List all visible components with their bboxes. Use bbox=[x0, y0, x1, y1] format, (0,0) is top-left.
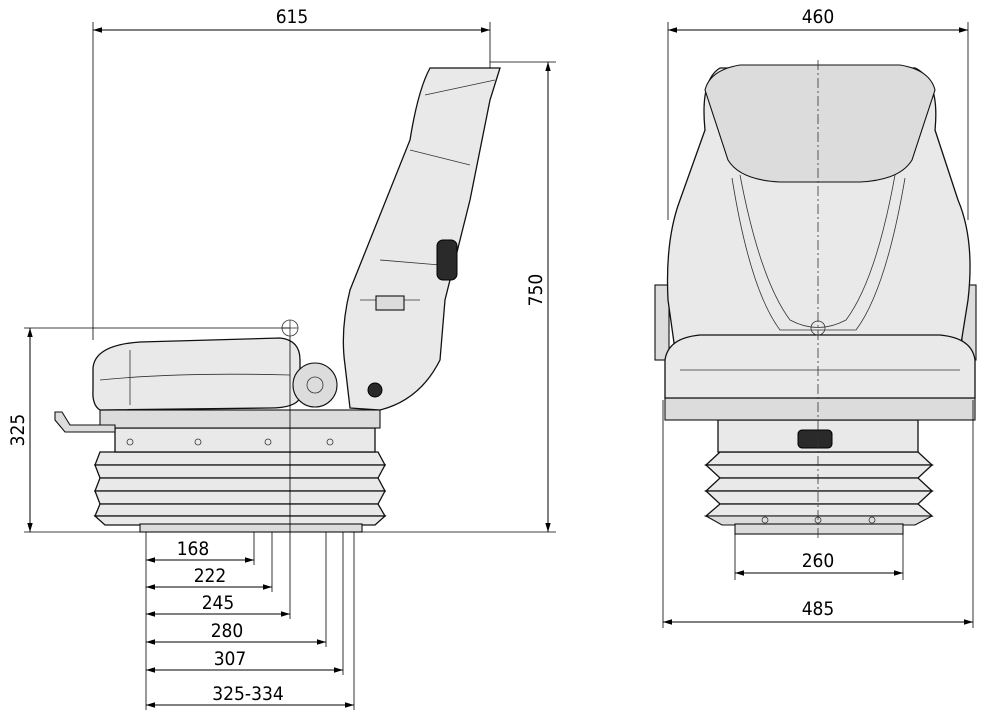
side-adjust-knob bbox=[367, 382, 383, 398]
front-headrest bbox=[704, 64, 936, 183]
dim-backrest-width: 460 bbox=[802, 6, 835, 28]
front-bellows bbox=[703, 451, 934, 535]
dim-overall-width: 485 bbox=[802, 598, 835, 620]
dim-overall-height: 750 bbox=[525, 274, 547, 307]
side-lever bbox=[54, 411, 116, 433]
side-lumbar-knob bbox=[436, 239, 458, 281]
dim-offset-4: 280 bbox=[211, 620, 244, 642]
dim-base-width: 260 bbox=[802, 550, 835, 572]
dim-offset-1: 168 bbox=[177, 538, 210, 560]
side-logo-badge bbox=[375, 295, 405, 311]
side-dimensions: 615 750 325 168 222 245 280 307 325-334 bbox=[7, 6, 556, 710]
side-pivot bbox=[292, 362, 338, 408]
front-seat-cushion bbox=[664, 334, 976, 399]
dim-overall-depth: 615 bbox=[276, 6, 309, 28]
side-bellows bbox=[93, 451, 387, 533]
side-seat-cushion bbox=[92, 337, 301, 411]
dim-offset-5: 307 bbox=[214, 648, 247, 670]
side-backrest bbox=[342, 67, 501, 411]
side-view-seat bbox=[54, 67, 501, 533]
dim-offset-2: 222 bbox=[194, 565, 227, 587]
dim-seat-height: 325 bbox=[7, 414, 29, 447]
dim-offset-3: 245 bbox=[202, 592, 235, 614]
dim-offset-6: 325-334 bbox=[212, 683, 283, 705]
side-suspension-base bbox=[114, 427, 376, 453]
front-view-seat bbox=[654, 60, 977, 540]
front-dimensions: 460 260 485 bbox=[662, 6, 974, 628]
front-adjust-handle bbox=[797, 429, 833, 449]
